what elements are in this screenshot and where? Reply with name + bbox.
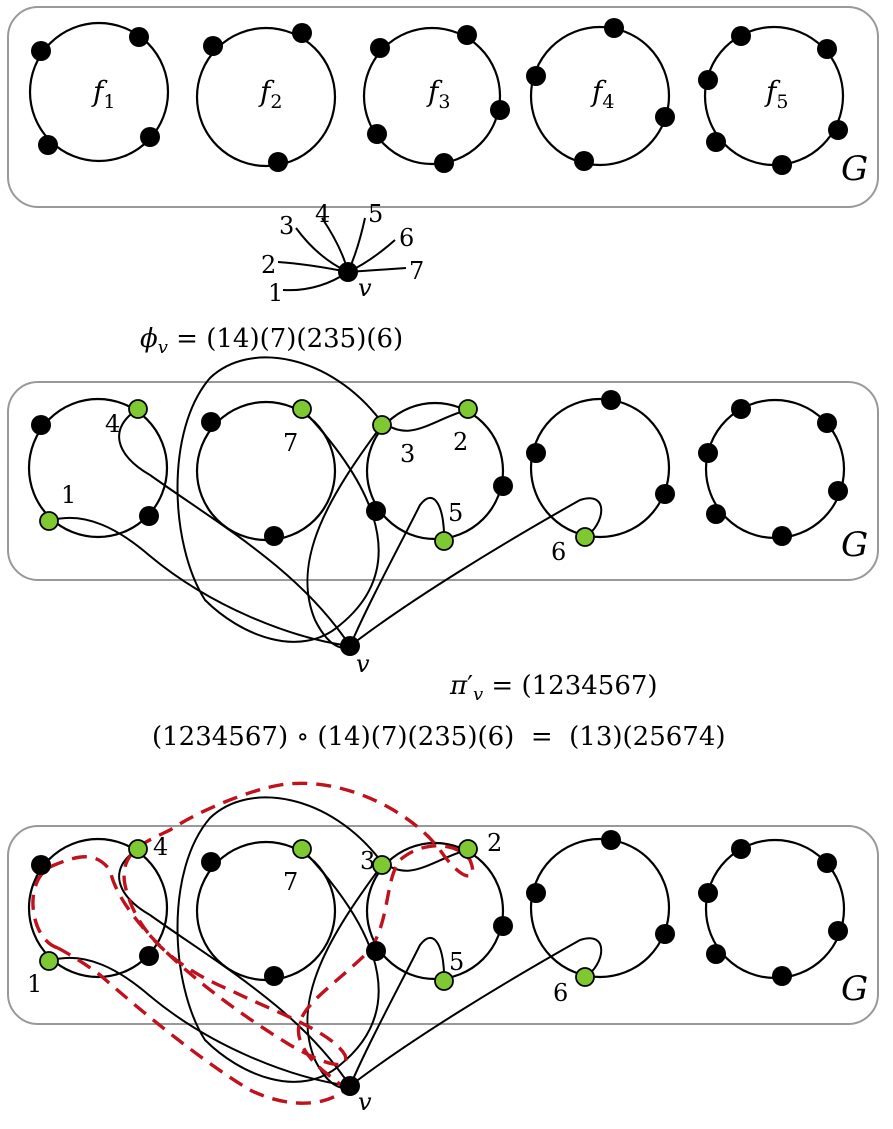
- panel-2-label-4: 4: [105, 410, 120, 438]
- graph-label-g-1: G: [841, 149, 868, 189]
- panel-3-label-2: 2: [487, 829, 502, 857]
- face-f1: f1: [28, 21, 170, 163]
- rotation-label-5: 5: [368, 200, 383, 228]
- panel-3-vertex-label: v: [358, 1088, 372, 1116]
- panel-3-edges: [48, 796, 603, 1089]
- face-f2: f2: [195, 23, 337, 172]
- panel-3-label-1: 1: [27, 970, 42, 998]
- face-f5: f5: [698, 25, 848, 175]
- rotation-label-6: 6: [399, 224, 414, 252]
- phi-equation: ϕv = (14)(7)(235)(6): [140, 324, 403, 358]
- face-label-f4: f4: [590, 75, 614, 113]
- graph-label-g-2: G: [841, 525, 868, 565]
- panel-2-label-5: 5: [448, 499, 463, 527]
- rotation-label-2: 2: [261, 251, 276, 279]
- panel-3-frame: [7, 825, 879, 1025]
- face-label-f2: f2: [258, 75, 282, 113]
- panel-2: 1 2 3 4 5 6 7 v G: [7, 356, 879, 678]
- rotation-system: 1 2 3 4 5 6 7 v: [261, 200, 424, 307]
- panel-2-frame: [7, 381, 879, 581]
- rotation-label-7: 7: [409, 257, 424, 285]
- panel-2-label-1: 1: [61, 481, 76, 509]
- face-f3: f3: [362, 25, 510, 173]
- panel-3-label-3: 3: [360, 847, 375, 875]
- vertex-v-3: [340, 1076, 360, 1096]
- red-face-boundary: [31, 781, 475, 1105]
- panel-1-frame: [7, 6, 879, 208]
- panel-2-label-2: 2: [453, 428, 468, 456]
- face-label-f5: f5: [764, 75, 788, 113]
- pi-equation: π′v = (1234567): [449, 671, 658, 705]
- rotation-vertex-label: v: [358, 274, 372, 302]
- vertex-v-2: [340, 636, 360, 656]
- rotation-label-1: 1: [268, 279, 283, 307]
- panel-2-edges: [48, 356, 603, 649]
- panel-2-label-6: 6: [551, 538, 566, 566]
- face-label-f3: f3: [426, 75, 450, 113]
- graph-label-g-3: G: [841, 969, 868, 1009]
- composition-equation: (1234567) ∘ (14)(7)(235)(6) = (13)(25674…: [152, 722, 726, 752]
- panel-3-label-5: 5: [449, 948, 464, 976]
- vertex-v: [338, 262, 358, 282]
- panel-3-label-6: 6: [553, 979, 568, 1007]
- face-label-f1: f1: [91, 75, 115, 113]
- panel-1: f1 f2 f3 f4: [7, 6, 879, 208]
- panel-3-label-7: 7: [283, 868, 298, 896]
- panel-2-label-3: 3: [400, 440, 415, 468]
- panel-3-label-4: 4: [153, 833, 168, 861]
- rotation-label-3: 3: [279, 212, 294, 240]
- panel-3: 1 2 3 4 5 6 7 v G: [7, 781, 879, 1116]
- face-f4: f4: [526, 18, 675, 171]
- panel-2-label-7: 7: [283, 429, 298, 457]
- panel-2-vertex-label: v: [356, 650, 370, 678]
- rotation-label-4: 4: [315, 200, 330, 228]
